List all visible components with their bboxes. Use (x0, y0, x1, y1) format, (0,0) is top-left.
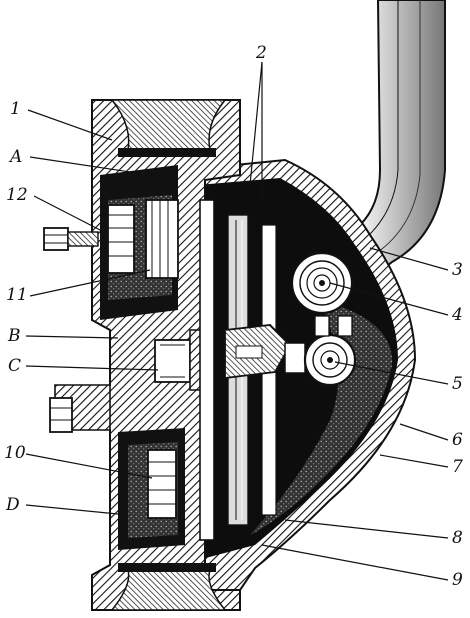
leader-4 (329, 282, 449, 316)
leader-10 (25, 453, 153, 479)
leader-D (25, 504, 129, 516)
valve-stem-guide (314, 315, 353, 337)
label-9: 9 (452, 570, 463, 590)
label-D: D (5, 495, 20, 515)
callout-labels: 1 A 12 11 B C 10 D 2 3 4 5 6 7 8 9 (4, 43, 463, 590)
leader-12 (33, 195, 105, 233)
leader-3 (369, 247, 449, 271)
impeller (199, 199, 292, 541)
upper-bolt (43, 227, 99, 251)
leader-6 (399, 423, 449, 441)
lower-bolt (49, 397, 73, 433)
label-C: C (8, 356, 21, 376)
leader-8 (284, 519, 449, 539)
label-11: 11 (6, 285, 28, 305)
leader-9 (261, 544, 449, 581)
label-B: B (7, 326, 21, 346)
leader-11 (29, 269, 151, 297)
leader-lines (25, 61, 449, 581)
label-1: 1 (10, 99, 21, 119)
leader-C (25, 365, 159, 371)
leader-2a (249, 61, 263, 186)
label-7: 7 (452, 457, 463, 477)
label-6: 6 (452, 430, 463, 450)
label-2: 2 (255, 43, 267, 63)
upper-gear (107, 199, 179, 279)
lower-gear (147, 449, 177, 519)
label-10: 10 (4, 443, 26, 463)
label-8: 8 (452, 528, 463, 548)
label-12: 12 (6, 185, 28, 205)
label-3: 3 (452, 260, 463, 280)
label-A: A (8, 147, 22, 167)
leader-B (25, 335, 119, 339)
leader-5 (334, 361, 449, 385)
leader-A (29, 156, 151, 176)
upper-valve (290, 251, 354, 315)
leader-1 (27, 109, 113, 141)
lower-valve (284, 333, 357, 387)
leader-7 (379, 454, 449, 468)
label-5: 5 (452, 374, 463, 394)
label-4: 4 (451, 305, 463, 325)
